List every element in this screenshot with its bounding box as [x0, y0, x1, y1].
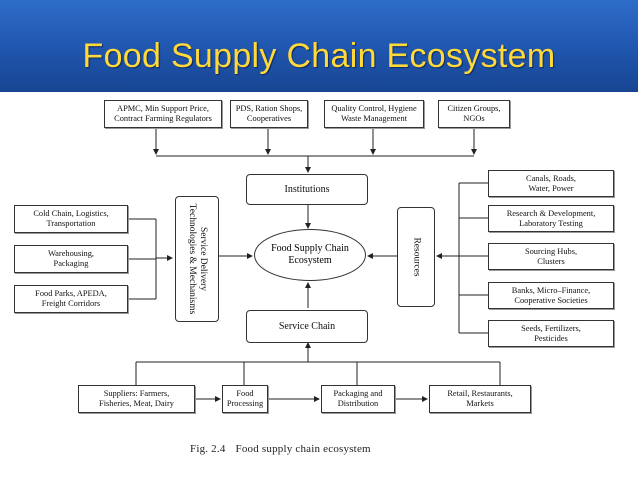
- figure-caption: Fig. 2.4 Food supply chain ecosystem: [190, 443, 371, 455]
- box-retail: Retail, Restaurants, Markets: [429, 385, 531, 413]
- box-quality-control: Quality Control, Hygiene Waste Managemen…: [324, 100, 424, 128]
- figure-caption-text: Food supply chain ecosystem: [235, 443, 371, 455]
- box-apmc: APMC, Min Support Price, Contract Farmin…: [104, 100, 222, 128]
- box-service-chain: Service Chain: [246, 310, 368, 343]
- box-research-development: Research & Development, Laboratory Testi…: [488, 205, 614, 232]
- box-sourcing-hubs: Sourcing Hubs, Clusters: [488, 243, 614, 270]
- box-cold-chain: Cold Chain, Logistics, Transportation: [14, 205, 128, 233]
- box-citizen-groups: Citizen Groups, NGOs: [438, 100, 510, 128]
- service-delivery-label: Service Delivery Technologies & Mechanis…: [187, 203, 208, 315]
- box-warehousing: Warehousing, Packaging: [14, 245, 128, 273]
- box-service-delivery: Service Delivery Technologies & Mechanis…: [175, 196, 219, 322]
- center-ellipse: Food Supply Chain Ecosystem: [254, 229, 366, 281]
- slide-title: Food Supply Chain Ecosystem: [82, 37, 556, 75]
- title-banner: Food Supply Chain Ecosystem: [0, 0, 638, 92]
- box-resources: Resources: [397, 207, 435, 307]
- box-canals-roads: Canals, Roads, Water, Power: [488, 170, 614, 197]
- box-institutions: Institutions: [246, 174, 368, 205]
- resources-label: Resources: [411, 237, 422, 277]
- figure-number: Fig. 2.4: [190, 443, 226, 455]
- box-banks: Banks, Micro–Finance, Cooperative Societ…: [488, 282, 614, 309]
- box-suppliers: Suppliers: Farmers, Fisheries, Meat, Dai…: [78, 385, 195, 413]
- box-packaging-distribution: Packaging and Distribution: [321, 385, 395, 413]
- box-food-processing: Food Processing: [222, 385, 268, 413]
- box-food-parks: Food Parks, APEDA, Freight Corridors: [14, 285, 128, 313]
- box-seeds: Seeds, Fertilizers, Pesticides: [488, 320, 614, 347]
- box-pds: PDS, Ration Shops, Cooperatives: [230, 100, 308, 128]
